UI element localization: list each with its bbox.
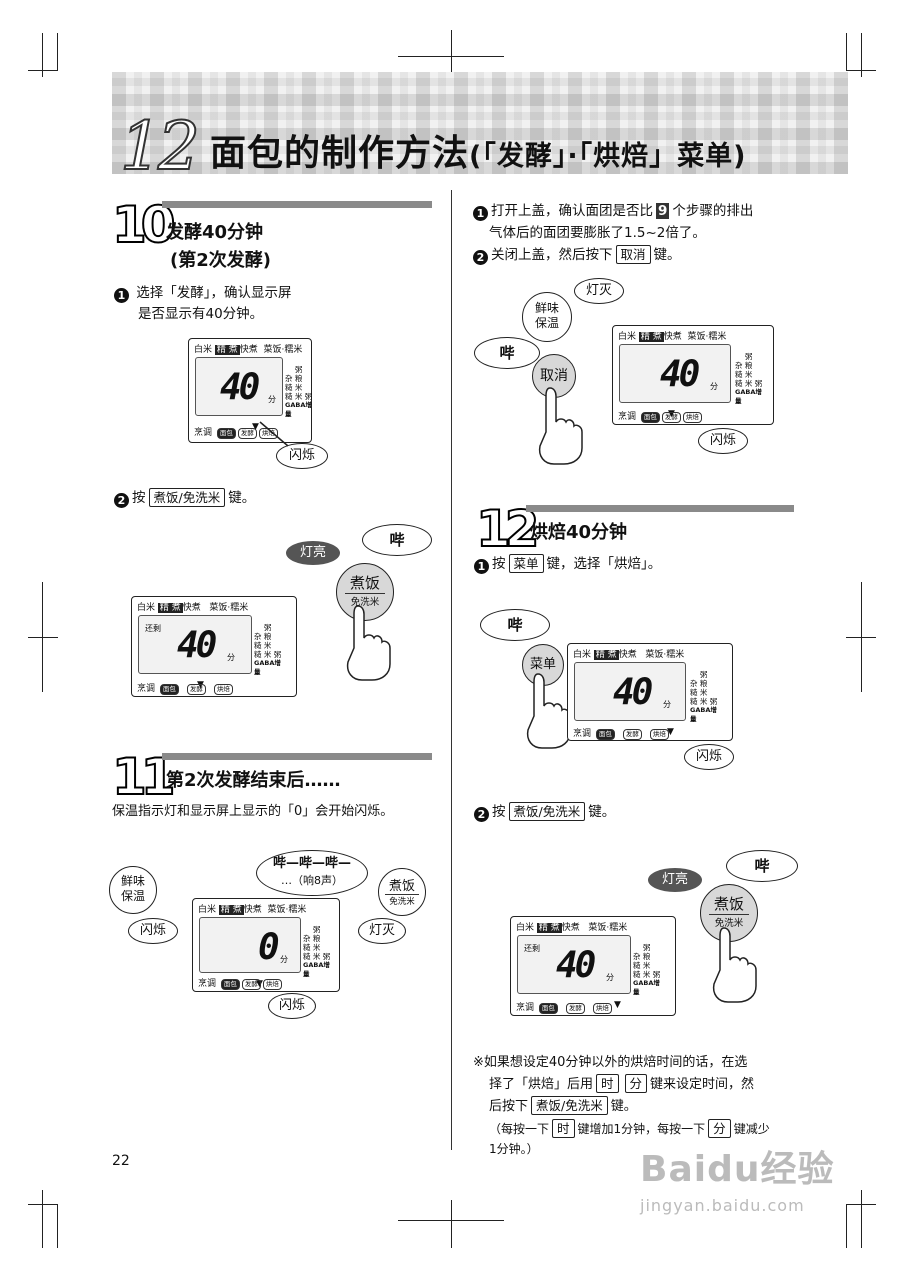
watermark: Baidu经验 jingyan.baidu.com — [640, 1149, 835, 1216]
lcd-digits: 40 — [220, 367, 260, 408]
header-band — [112, 72, 848, 174]
column-divider — [451, 190, 452, 1150]
note-line3: 后按下煮饭/免洗米键。 — [489, 1096, 637, 1115]
chapter-number: 12 — [119, 107, 201, 186]
cook-button[interactable]: 煮饭 免洗米 — [336, 563, 394, 621]
key-menu: 菜单 — [508, 554, 544, 573]
step10-number: 10 — [111, 196, 177, 254]
flash-label: 闪烁 — [276, 443, 328, 469]
hand-icon — [712, 927, 757, 1003]
light-off-label: 灯灭 — [574, 278, 624, 304]
light-off-label: 灯灭 — [358, 918, 406, 944]
note-line4: （每按一下时键增加1分钟，每按一下分键减少 — [489, 1119, 770, 1138]
step11-number: 11 — [111, 748, 177, 806]
note-line1: ※如果想设定40分钟以外的烘焙时间的话，在选 — [473, 1055, 748, 1070]
flash-label: 闪烁 — [268, 993, 316, 1019]
light-on-label: 灯亮 — [648, 868, 702, 892]
lcd-digits: 40 — [613, 672, 653, 713]
step10-bar — [162, 201, 432, 208]
key-cancel: 取消 — [615, 245, 651, 264]
cook-button: 煮饭 免洗米 — [378, 868, 426, 916]
hand-icon — [538, 387, 583, 465]
step11-desc: 保温指示灯和显示屏上显示的「0」会开始闪烁。 — [112, 804, 394, 819]
page-title: 面包的制作方法(「发酵」·「烘焙」菜单) — [210, 133, 747, 174]
beep-bubble: 哔—哔—哔— …（响8声） — [256, 850, 368, 896]
hand-icon — [346, 605, 391, 681]
note-line5: 1分钟。） — [489, 1142, 539, 1156]
lcd-digits: 40 — [660, 354, 700, 395]
beep-bubble: 哔 — [362, 524, 432, 556]
light-on-label: 灯亮 — [286, 541, 340, 565]
step12-bar — [526, 505, 794, 512]
hand-icon — [526, 673, 571, 749]
step11-title: 第2次发酵结束后…… — [166, 770, 341, 791]
flash-label: 闪烁 — [684, 744, 734, 770]
note-line2: 择了「烘焙」后用时分键来设定时间，然 — [489, 1074, 755, 1093]
beep-bubble: 哔 — [726, 850, 798, 882]
key-cook: 煮饭/免洗米 — [508, 802, 586, 821]
keep-warm-button: 鲜味 保温 — [109, 866, 157, 914]
step12-title: 烘焙40分钟 — [530, 522, 628, 543]
step10-title-line1: 发酵40分钟 — [166, 222, 264, 243]
step12-number: 12 — [475, 500, 541, 558]
pointer-line — [259, 421, 289, 447]
step11-bar — [162, 753, 432, 760]
keep-warm-button: 鲜味 保温 — [522, 292, 572, 342]
beep-bubble: 哔 — [480, 609, 550, 641]
flash-label: 闪烁 — [128, 918, 178, 944]
right-item1-line2: 气体后的面团要膨胀了1.5~2倍了。 — [489, 225, 706, 241]
step10-title-line2: (第2次发酵) — [170, 250, 271, 271]
lcd-digits: 0 — [258, 927, 280, 968]
step10-item1-line2: 是否显示有40分钟。 — [138, 306, 264, 322]
key-cook: 煮饭/免洗米 — [148, 488, 226, 507]
page-number: 22 — [112, 1153, 130, 1169]
step10-item1: 1 选择「发酵」，确认显示屏 — [114, 282, 292, 304]
beep-bubble: 哔 — [474, 337, 540, 369]
flash-label: 闪烁 — [698, 428, 748, 454]
